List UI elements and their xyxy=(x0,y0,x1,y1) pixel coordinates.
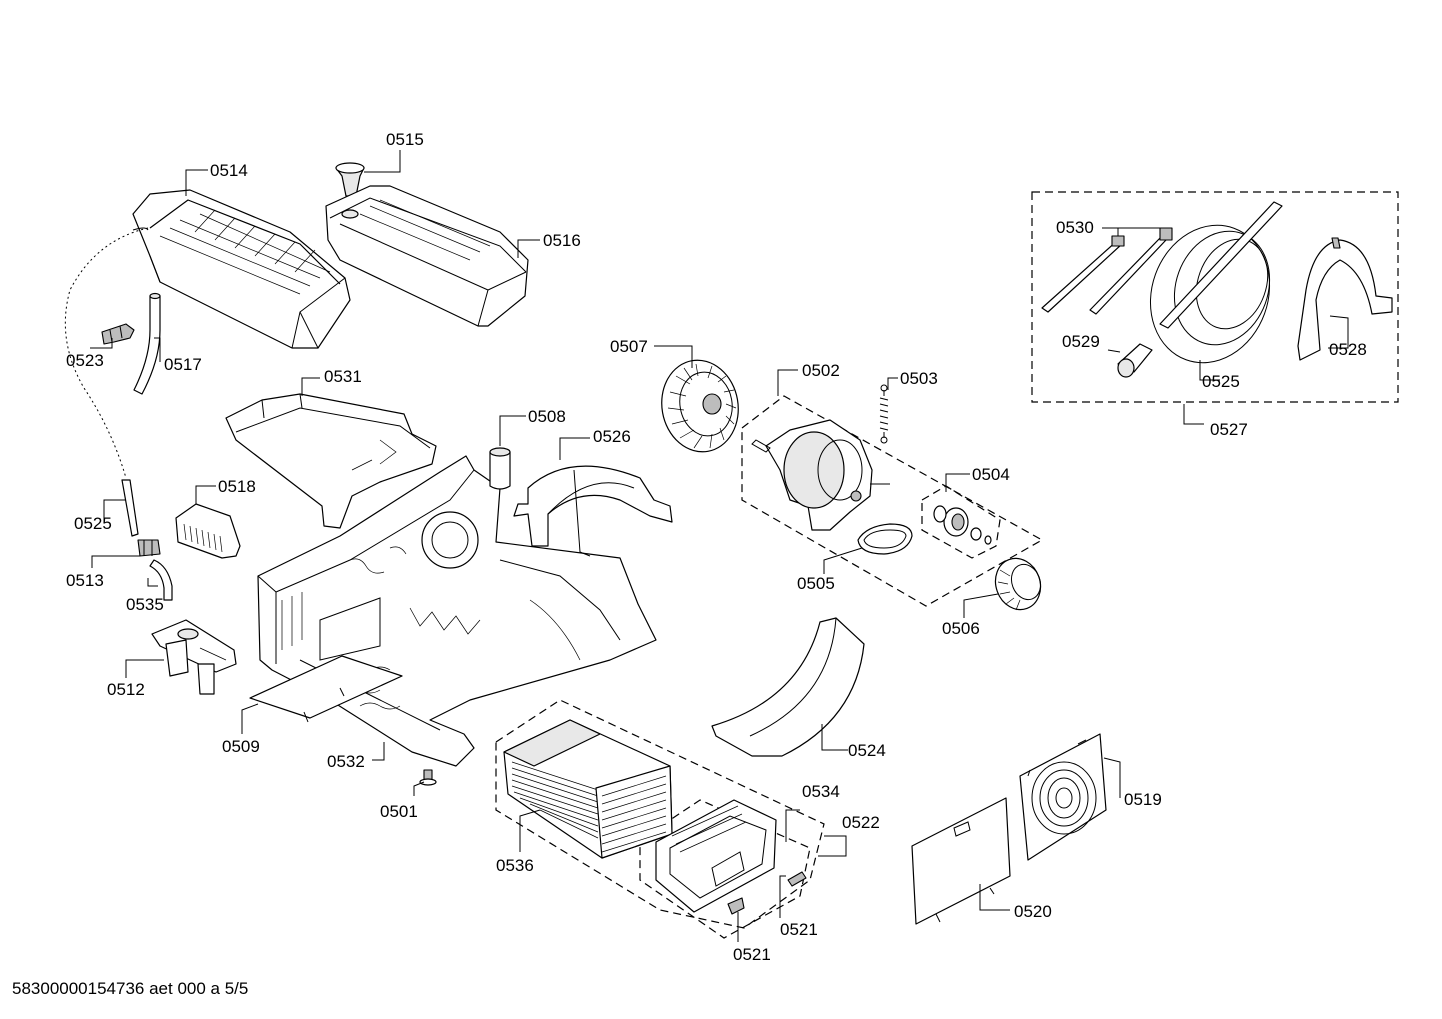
label-0512: 0512 xyxy=(107,680,145,699)
label-0507: 0507 xyxy=(610,337,648,356)
part-0509-cover-plate xyxy=(249,655,403,723)
label-0526: 0526 xyxy=(593,427,631,446)
label-0536: 0536 xyxy=(496,856,534,875)
part-0501-foot xyxy=(419,769,437,786)
label-0521-bottom: 0521 xyxy=(733,945,771,964)
label-0522: 0522 xyxy=(842,813,880,832)
label-0506: 0506 xyxy=(942,619,980,638)
label-0504: 0504 xyxy=(972,465,1010,484)
part-0502-motor-group xyxy=(741,395,1044,607)
label-0502: 0502 xyxy=(802,361,840,380)
part-0514-condensate-container xyxy=(132,189,351,349)
part-0524-cover-strip xyxy=(711,617,865,757)
label-0520: 0520 xyxy=(1014,902,1052,921)
label-0534: 0534 xyxy=(802,782,840,801)
label-0525-left: 0525 xyxy=(74,514,112,533)
label-0515: 0515 xyxy=(386,130,424,149)
part-0507-fan-wheel xyxy=(661,359,739,453)
part-0517-hose xyxy=(133,292,161,395)
part-0523-clip xyxy=(101,323,135,345)
part-0521-clips xyxy=(727,871,807,915)
part-0513-connector xyxy=(137,539,161,557)
label-0509: 0509 xyxy=(222,737,260,756)
label-0503: 0503 xyxy=(900,369,938,388)
label-0532: 0532 xyxy=(327,752,365,771)
label-0530: 0530 xyxy=(1056,218,1094,237)
part-0525-cable xyxy=(64,227,149,537)
part-0506-impeller xyxy=(994,557,1042,611)
part-0534-filter-frame xyxy=(655,799,777,913)
part-0535-hose xyxy=(149,559,173,601)
part-0520-cover-panel xyxy=(911,797,1011,925)
label-0508: 0508 xyxy=(528,407,566,426)
label-0535: 0535 xyxy=(126,595,164,614)
label-0524: 0524 xyxy=(848,741,886,760)
part-0522-heat-exchanger-group xyxy=(495,699,825,939)
label-0501: 0501 xyxy=(380,802,418,821)
label-0529: 0529 xyxy=(1062,332,1100,351)
part-0531-air-duct xyxy=(225,393,437,529)
label-0516: 0516 xyxy=(543,231,581,250)
part-0508-capacitor xyxy=(489,447,511,490)
part-0512-pump xyxy=(151,619,237,695)
label-0527: 0527 xyxy=(1210,420,1248,439)
label-0505: 0505 xyxy=(797,574,835,593)
label-0517: 0517 xyxy=(164,355,202,374)
part-0504-pulley-group xyxy=(921,485,1001,559)
label-0513: 0513 xyxy=(66,571,104,590)
part-0536-heat-exchanger xyxy=(503,719,673,859)
part-0516-drawer xyxy=(325,185,529,327)
part-0526-drum-support xyxy=(513,465,673,557)
label-0521-right: 0521 xyxy=(780,920,818,939)
part-0518-filter xyxy=(175,503,241,559)
part-0519-front-panel xyxy=(1019,733,1107,861)
label-0528: 0528 xyxy=(1329,340,1367,359)
part-labels: 0514 0515 0516 0523 0517 0531 0508 0526 … xyxy=(66,130,1367,964)
label-0518: 0518 xyxy=(218,477,256,496)
part-0527-accessory-kit xyxy=(1031,191,1399,403)
drawing-reference-number: 58300000154736 aet 000 a 5/5 xyxy=(12,979,249,998)
part-0503-spring xyxy=(879,384,889,444)
label-0531: 0531 xyxy=(324,367,362,386)
label-0519: 0519 xyxy=(1124,790,1162,809)
leader-lines xyxy=(90,150,1349,942)
label-0525-kit: 0525 xyxy=(1202,372,1240,391)
label-0523: 0523 xyxy=(66,351,104,370)
part-0505-belt xyxy=(857,523,913,555)
label-0514: 0514 xyxy=(210,161,248,180)
